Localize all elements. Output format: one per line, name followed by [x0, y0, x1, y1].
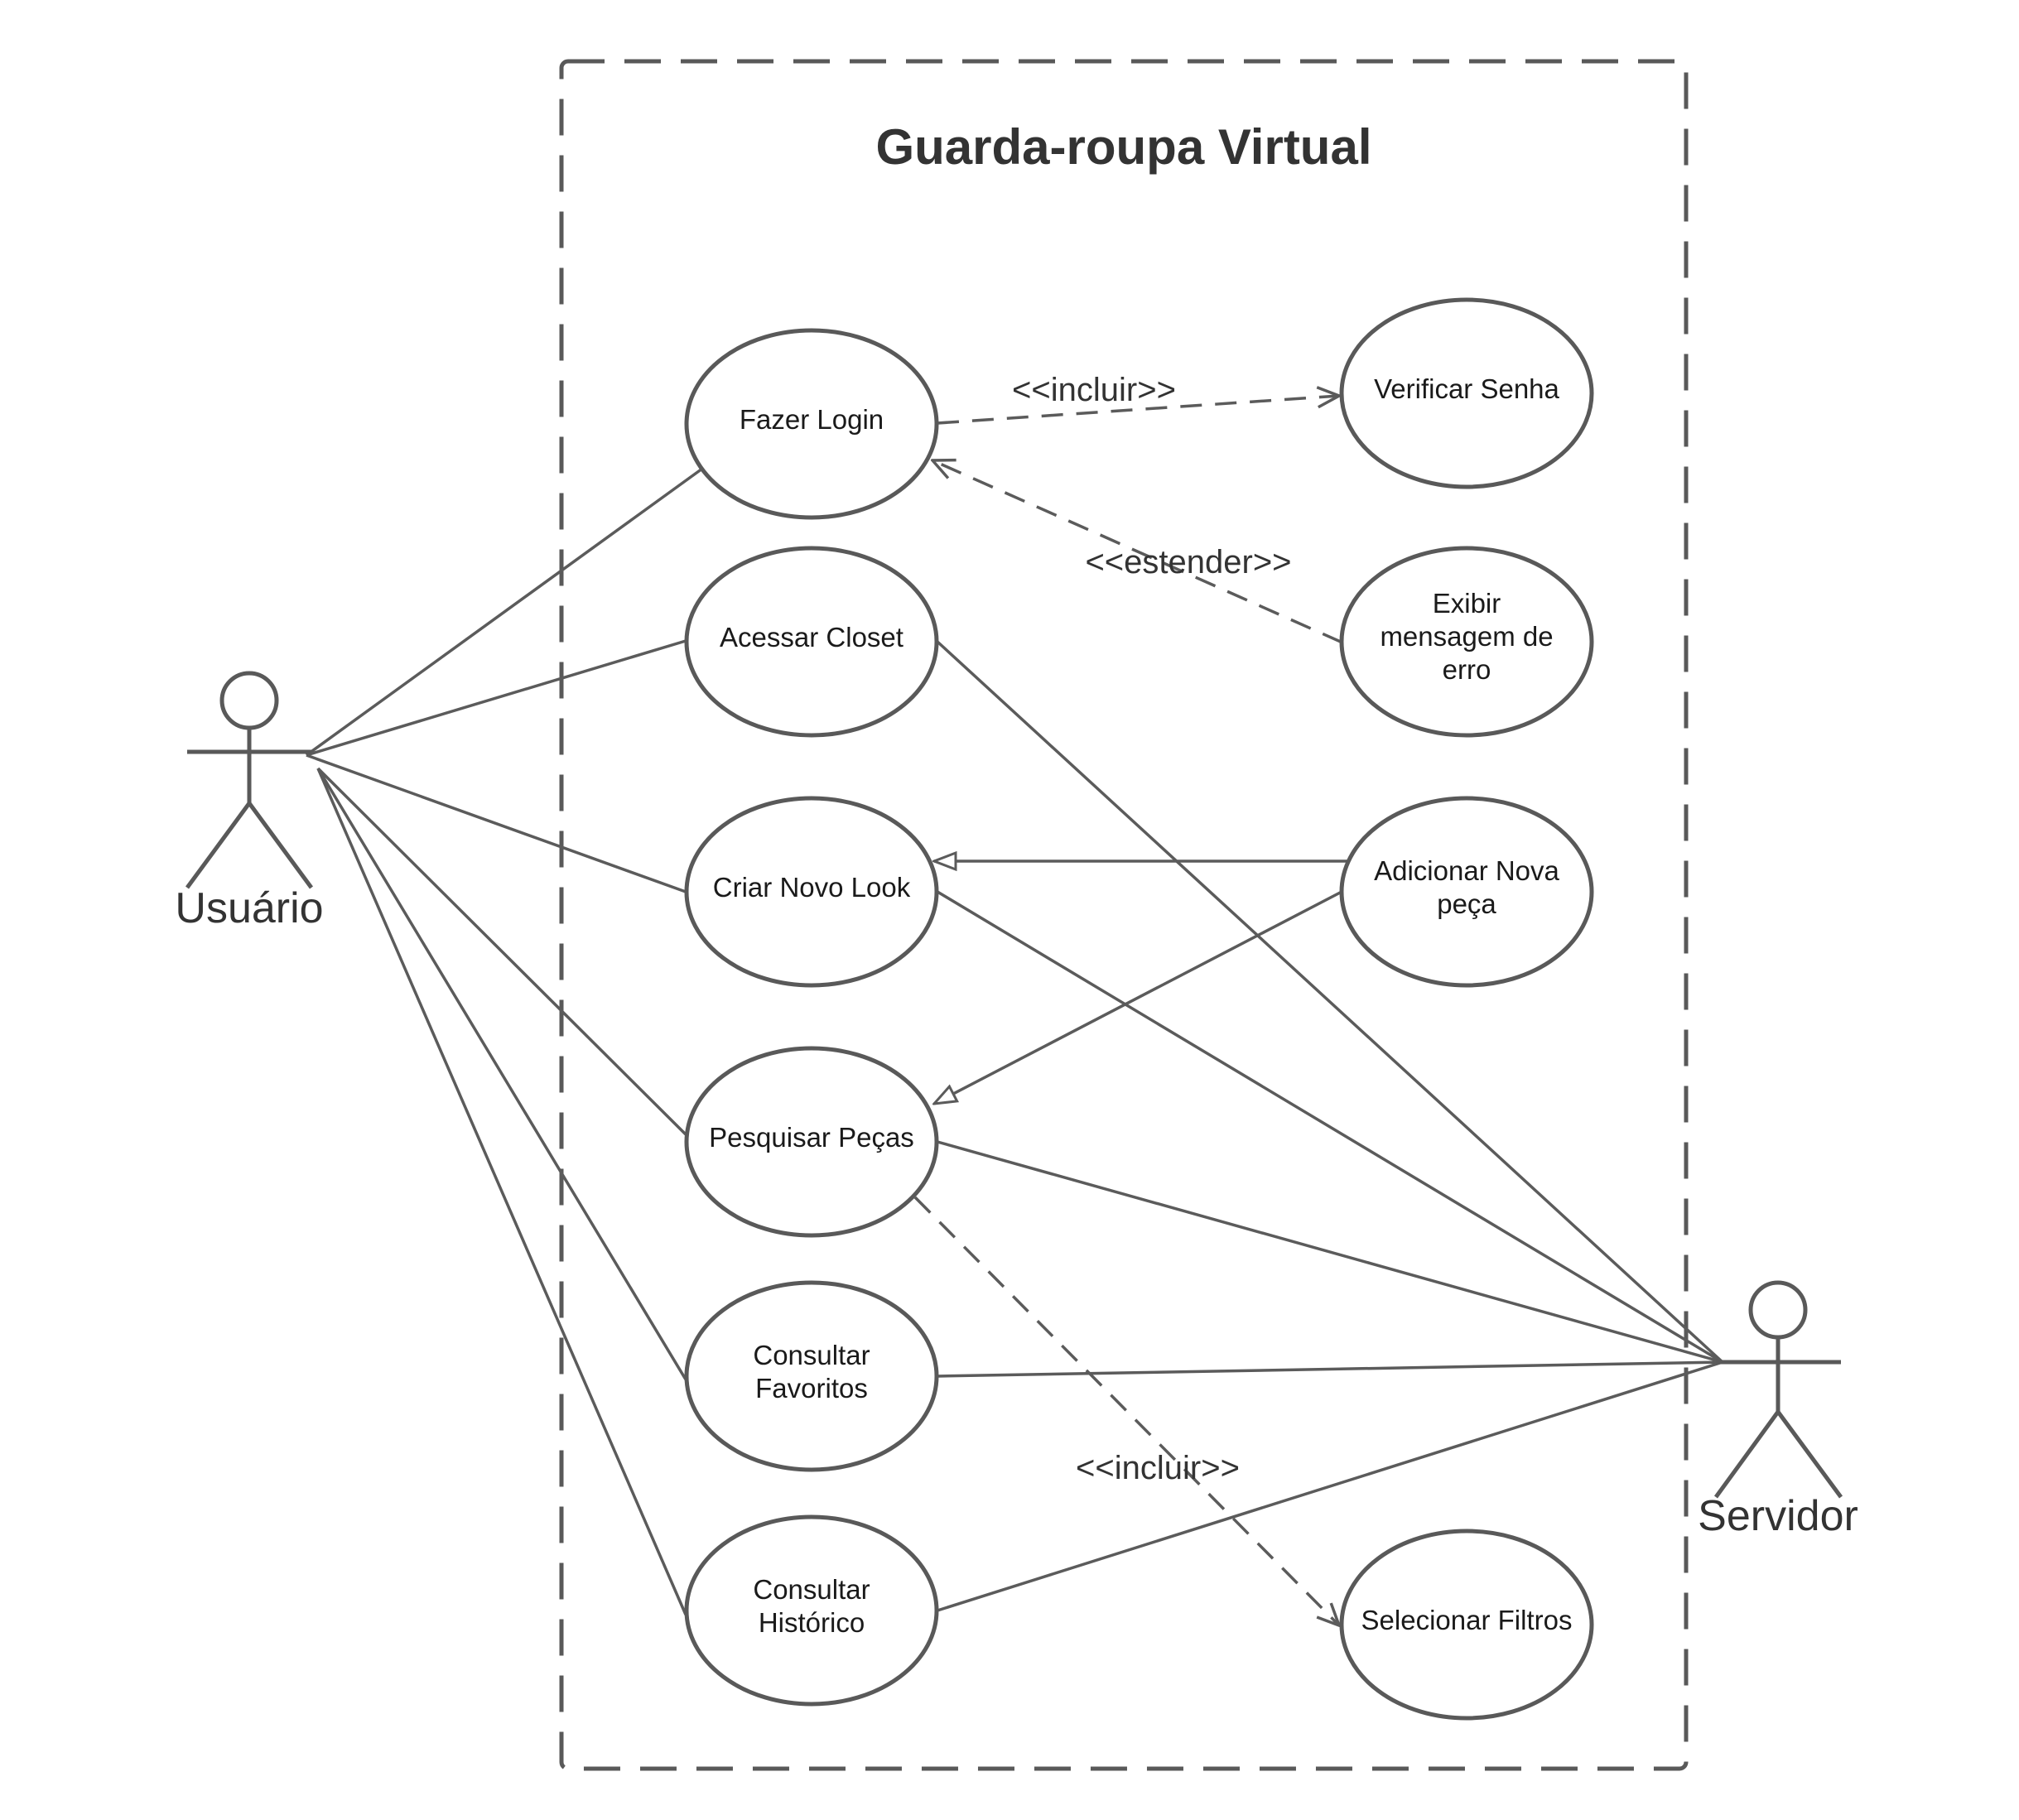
- assoc-user-look: [306, 754, 687, 893]
- assoc-server-closet: [936, 640, 1724, 1364]
- use-case-label: peça: [1437, 888, 1496, 919]
- actor-label-servidor: Servidor: [1698, 1492, 1858, 1540]
- extend-error-login: [932, 460, 1343, 644]
- assoc-server-history: [937, 1360, 1723, 1612]
- actor-servidor[interactable]: Servidor: [1698, 1280, 1858, 1540]
- use-case-pesquisar-pecas[interactable]: Pesquisar Peças: [684, 1046, 939, 1238]
- use-case-label: Exibir: [1433, 588, 1501, 619]
- actor-label-usuario: Usuário: [175, 884, 323, 932]
- assoc-user-history: [316, 768, 687, 1615]
- svg-text:Pesquisar Peças: Pesquisar Peças: [709, 1122, 914, 1153]
- use-case-label: Favoritos: [755, 1373, 868, 1404]
- use-case-label: Consultar: [753, 1340, 870, 1370]
- include-label-filters: <<incluir>>: [1076, 1450, 1240, 1486]
- use-case-label: Criar Novo Look: [713, 872, 911, 903]
- use-case-label: Acessar Closet: [720, 622, 903, 652]
- assoc-server-favorites: [937, 1360, 1723, 1378]
- gen-add-to-search: [934, 889, 1344, 1104]
- generalizations: [934, 861, 1347, 1104]
- svg-text:Fazer Login: Fazer Login: [740, 404, 884, 435]
- assoc-server-look: [937, 890, 1723, 1364]
- actor-usuario[interactable]: Usuário: [175, 671, 324, 932]
- use-case-selecionar-filtros[interactable]: Selecionar Filtros: [1339, 1529, 1594, 1721]
- svg-text:Verificar Senha: Verificar Senha: [1374, 373, 1559, 404]
- extend-label-error: <<estender>>: [1085, 544, 1291, 580]
- include-search-filters: [913, 1196, 1339, 1625]
- include-label-login: <<incluir>>: [1012, 372, 1176, 408]
- server-associations: [936, 640, 1724, 1612]
- use-case-label: mensagem de: [1380, 621, 1553, 652]
- svg-text:Criar Novo Look: Criar Novo Look: [713, 872, 911, 903]
- svg-text:Acessar Closet: Acessar Closet: [720, 622, 903, 652]
- use-case-verificar-senha[interactable]: Verificar Senha: [1339, 297, 1594, 489]
- svg-text:Selecionar Filtros: Selecionar Filtros: [1361, 1605, 1573, 1635]
- assoc-user-search: [316, 767, 687, 1136]
- system-title: Guarda-roupa Virtual: [875, 119, 1371, 175]
- use-case-label: Pesquisar Peças: [709, 1122, 914, 1153]
- use-case-label: Histórico: [759, 1607, 865, 1638]
- use-case-fazer-login[interactable]: Fazer Login: [684, 328, 939, 520]
- use-case-criar-novo-look[interactable]: Criar Novo Look: [684, 796, 939, 988]
- system-boundary: [559, 59, 1689, 1771]
- assoc-user-login: [305, 467, 704, 757]
- use-case-acessar-closet[interactable]: Acessar Closet: [684, 546, 939, 738]
- assoc-user-favorites: [316, 768, 687, 1380]
- assoc-server-search: [937, 1140, 1723, 1364]
- actor-head-icon: [219, 671, 279, 730]
- actor-head-icon: [1748, 1280, 1808, 1340]
- dependencies: [913, 396, 1343, 1625]
- use-case-label: Fazer Login: [740, 404, 884, 435]
- use-case-label: erro: [1443, 654, 1491, 685]
- use-case-label: Consultar: [753, 1574, 870, 1605]
- use-case-label: Selecionar Filtros: [1361, 1605, 1573, 1635]
- use-case-label: Adicionar Nova: [1374, 855, 1559, 886]
- user-associations: [305, 467, 704, 1615]
- assoc-user-closet: [306, 639, 687, 757]
- use-case-label: Verificar Senha: [1374, 373, 1559, 404]
